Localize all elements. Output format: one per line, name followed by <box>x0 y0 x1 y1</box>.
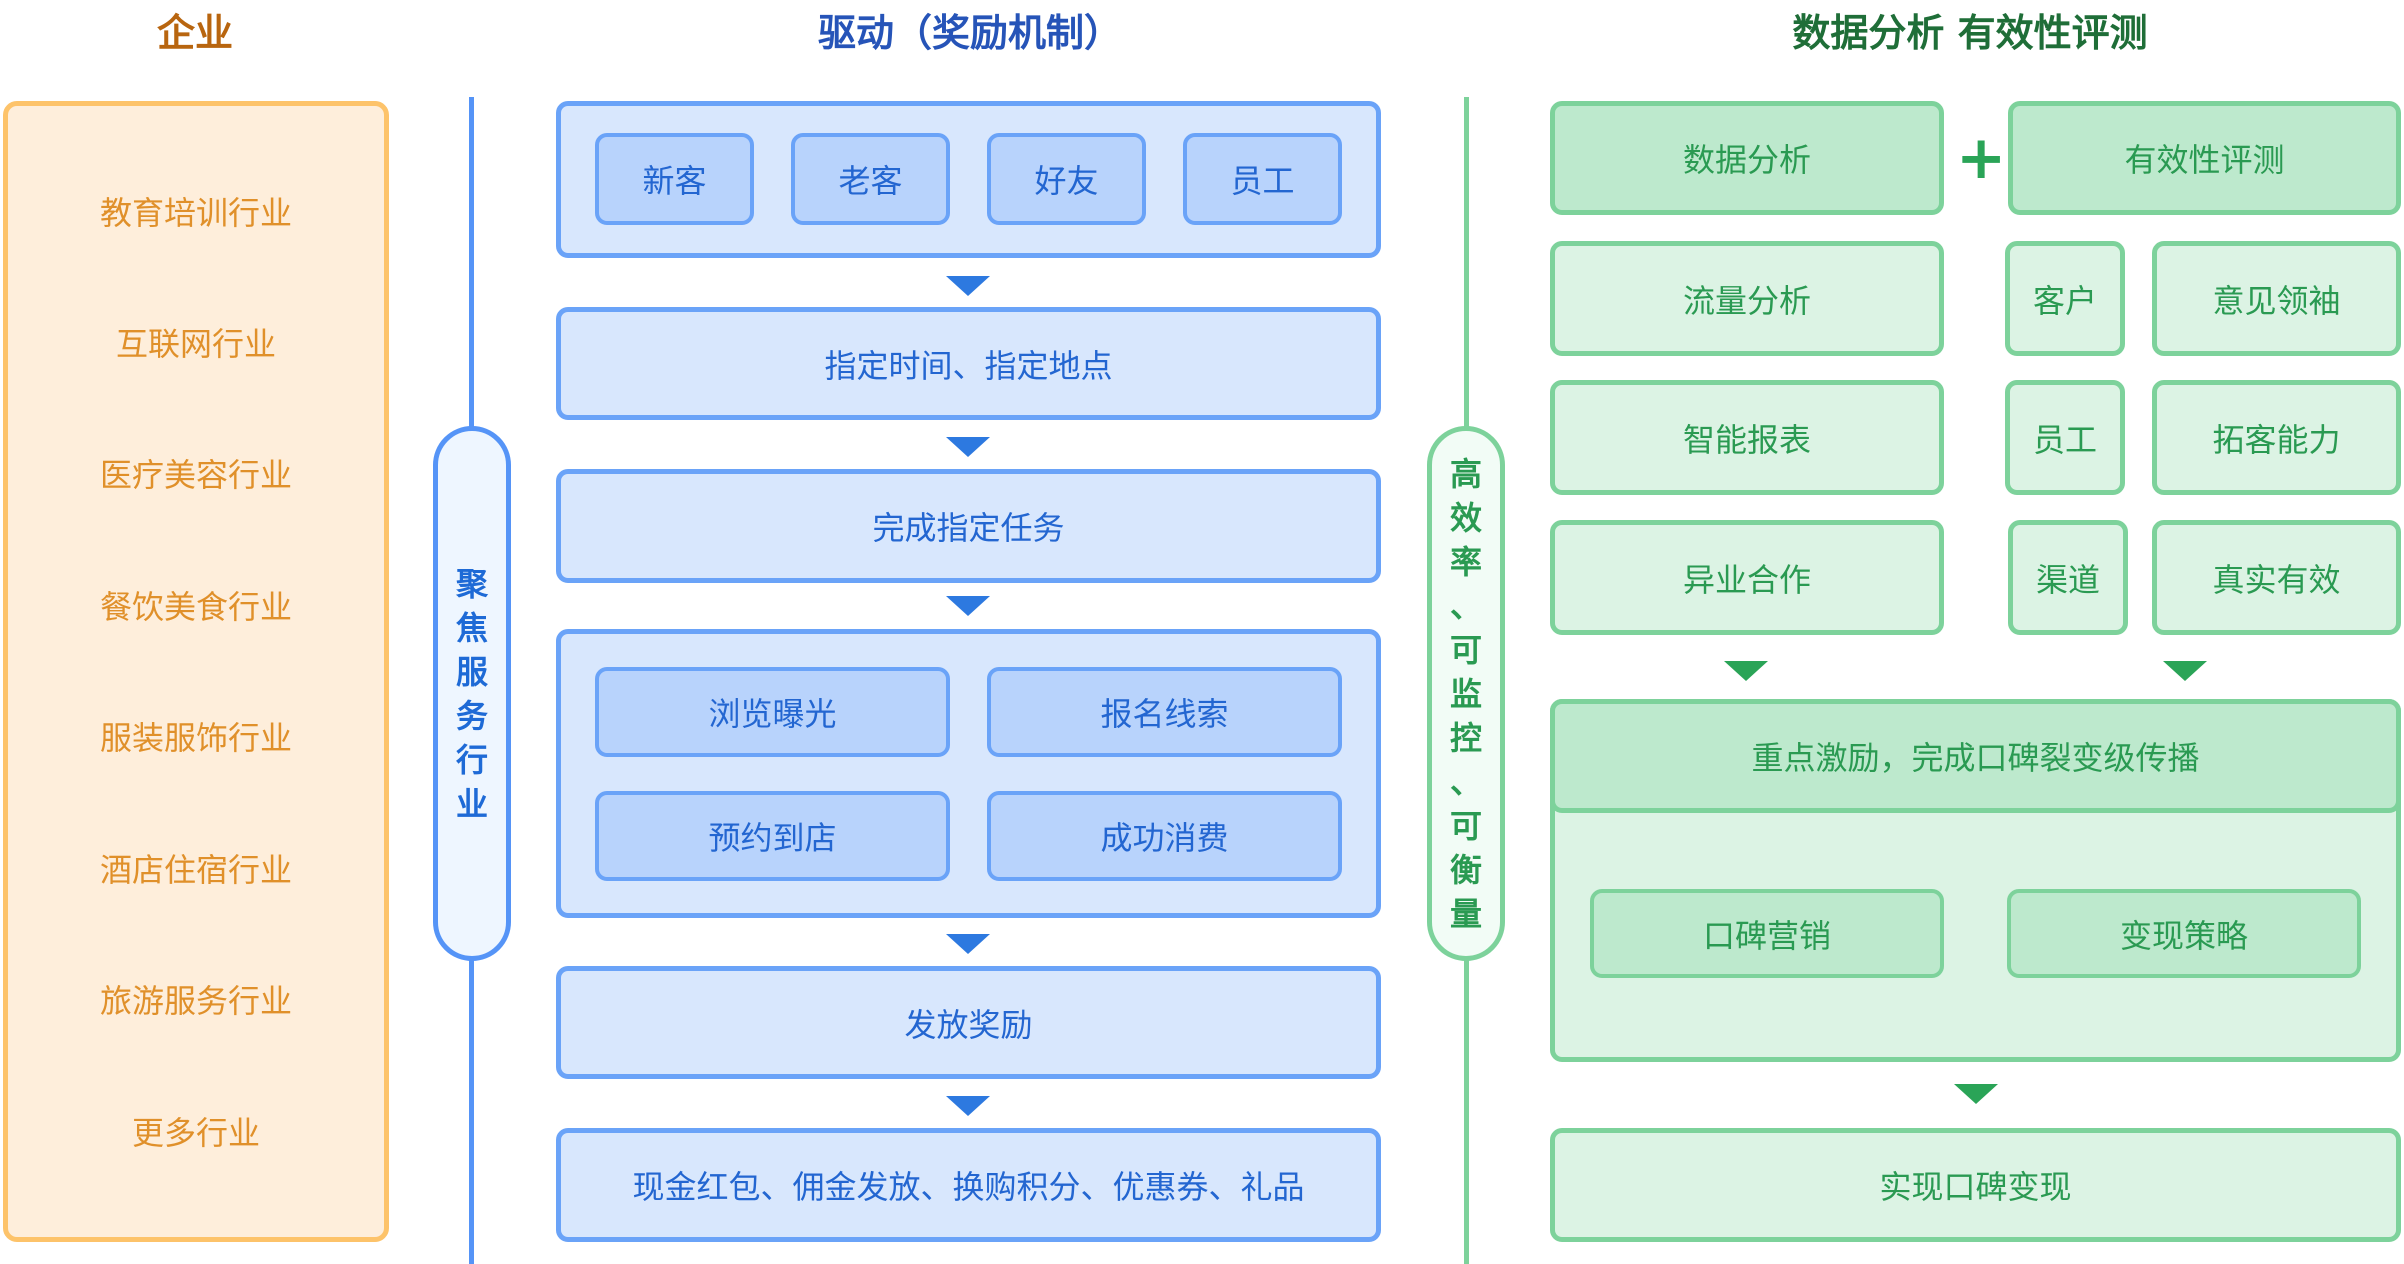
down-arrow-icon <box>946 596 990 616</box>
pill-char: 焦 <box>455 608 488 647</box>
pill-char: 行 <box>455 740 488 779</box>
metric-tag: 渠道 <box>2008 520 2128 635</box>
metric-tag: 客户 <box>2005 241 2125 356</box>
pill-char: 可 <box>1449 806 1482 845</box>
pill-char: 、 <box>1449 586 1482 625</box>
action-chip: 预约到店 <box>595 791 950 881</box>
result-box: 实现口碑变现 <box>1550 1128 2401 1242</box>
reward-types-box: 现金红包、佣金发放、换购积分、优惠券、礼品 <box>556 1128 1381 1242</box>
metric-value: 真实有效 <box>2152 520 2401 635</box>
drive-title: 驱动（奖励机制） <box>817 10 1122 55</box>
pill-char: 业 <box>455 784 488 823</box>
down-arrow-icon <box>2163 661 2207 681</box>
pill-char: 高 <box>1449 454 1482 493</box>
down-arrow-icon <box>946 437 990 457</box>
participant-chip: 好友 <box>987 133 1146 225</box>
metric-tag: 员工 <box>2005 380 2125 495</box>
industry-item: 服装服饰行业 <box>99 719 292 757</box>
metric-value: 拓客能力 <box>2152 380 2401 495</box>
pill-char: 可 <box>1449 630 1482 669</box>
down-arrow-icon <box>1954 1084 1998 1104</box>
pill-char: 衡 <box>1449 850 1482 889</box>
industry-panel: 教育培训行业 互联网行业 医疗美容行业 餐饮美食行业 服装服饰行业 酒店住宿行业… <box>3 101 389 1242</box>
analysis-title: 数据分析 有效性评测 <box>1792 10 2148 55</box>
participant-chip: 新客 <box>595 133 754 225</box>
pill-char: 率 <box>1449 542 1482 581</box>
strategy-chip: 变现策略 <box>2007 889 2361 978</box>
enterprise-title: 企业 <box>156 10 233 55</box>
pill-char: 服 <box>455 652 488 691</box>
effectiveness-box: 有效性评测 <box>2008 101 2401 215</box>
pill-char: 效 <box>1449 498 1482 537</box>
industry-item: 教育培训行业 <box>99 194 292 232</box>
reward-box: 发放奖励 <box>556 966 1381 1079</box>
task-box: 完成指定任务 <box>556 469 1381 583</box>
data-analysis-box: 数据分析 <box>1550 101 1944 215</box>
industry-item: 互联网行业 <box>115 325 276 363</box>
focus-service-pill: 聚 焦 服 务 行 业 <box>433 426 511 961</box>
metric-value: 意见领袖 <box>2152 241 2401 356</box>
analysis-item: 异业合作 <box>1550 520 1944 635</box>
strategy-chip: 口碑营销 <box>1590 889 1944 978</box>
pill-char: 、 <box>1449 762 1482 801</box>
industry-item: 旅游服务行业 <box>99 982 292 1020</box>
incentive-header: 重点激励，完成口碑裂变级传播 <box>1550 699 2401 813</box>
pill-char: 控 <box>1449 718 1482 757</box>
pill-char: 监 <box>1449 674 1482 713</box>
participant-chip: 员工 <box>1183 133 1342 225</box>
plus-icon: + <box>1956 123 2007 193</box>
industry-item: 医疗美容行业 <box>99 456 292 494</box>
time-place-box: 指定时间、指定地点 <box>556 307 1381 420</box>
pill-char: 聚 <box>455 564 488 603</box>
industry-item: 酒店住宿行业 <box>99 851 292 889</box>
action-chip: 报名线索 <box>987 667 1342 757</box>
industry-item: 餐饮美食行业 <box>99 588 292 626</box>
action-chip: 成功消费 <box>987 791 1342 881</box>
down-arrow-icon <box>946 934 990 954</box>
industry-item: 更多行业 <box>131 1114 260 1152</box>
action-chip: 浏览曝光 <box>595 667 950 757</box>
down-arrow-icon <box>946 1096 990 1116</box>
efficiency-pill: 高 效 率 、 可 监 控 、 可 衡 量 <box>1427 426 1505 961</box>
participant-chip: 老客 <box>791 133 950 225</box>
analysis-item: 智能报表 <box>1550 380 1944 495</box>
pill-char: 务 <box>455 696 488 735</box>
pill-char: 量 <box>1449 894 1482 933</box>
down-arrow-icon <box>1724 661 1768 681</box>
analysis-item: 流量分析 <box>1550 241 1944 356</box>
down-arrow-icon <box>946 276 990 296</box>
